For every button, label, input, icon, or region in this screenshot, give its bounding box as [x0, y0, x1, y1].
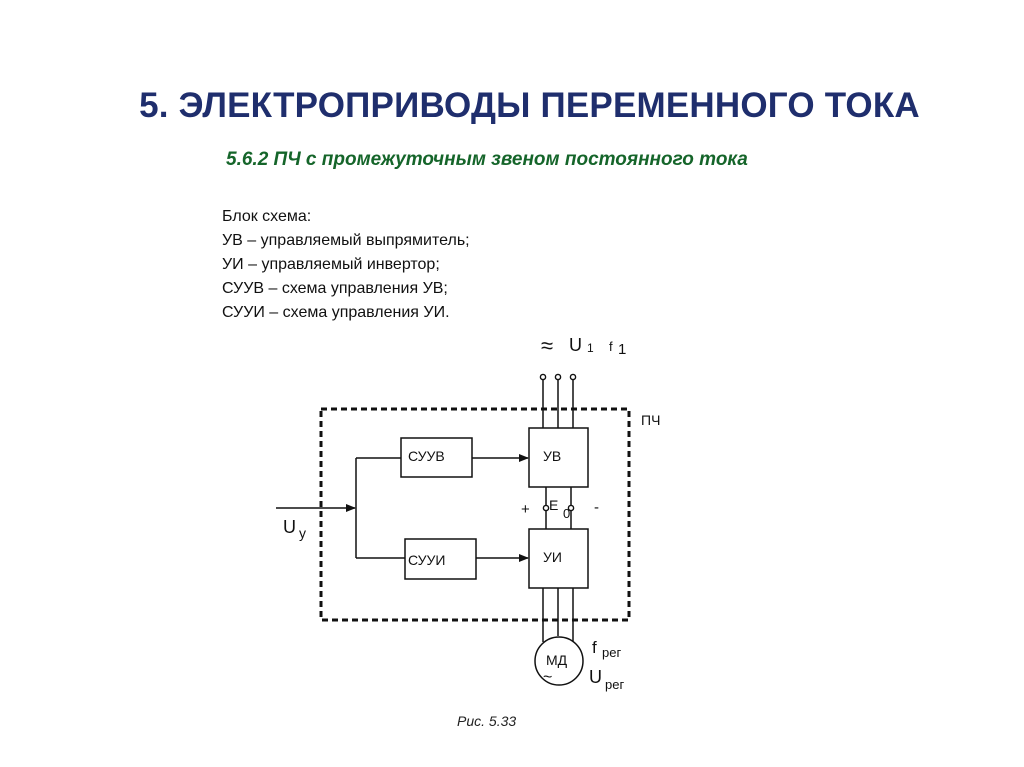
supply-voltage-label: U — [569, 335, 582, 355]
rectifier-block-label: УВ — [543, 448, 561, 464]
supply-frequency-label: f — [609, 339, 613, 354]
inverter-block: УИ — [528, 528, 589, 589]
inverter-block-label: УИ — [543, 549, 562, 565]
slide-subtitle: 5.6.2 ПЧ с промежуточным звеном постоянн… — [226, 149, 748, 170]
output-voltage-label: U — [589, 667, 602, 687]
dc-plus-label: + — [521, 501, 530, 518]
supply-frequency-sub: 1 — [618, 341, 626, 358]
legend-item-uv: УВ – управляемый выпрямитель; — [222, 232, 470, 249]
suui-block: СУУИ — [404, 538, 477, 580]
slide-title: 5. ЭЛЕКТРОПРИВОДЫ ПЕРЕМЕННОГО ТОКА — [139, 86, 920, 125]
dc-voltage-sub: 0 — [563, 506, 570, 521]
legend-heading: Блок схема: — [222, 208, 312, 225]
suuv-block-label: СУУВ — [408, 448, 445, 464]
frequency-converter-frame — [319, 407, 631, 622]
supply-terminals — [539, 373, 577, 428]
control-voltage-sub: у — [299, 525, 306, 541]
rectifier-block: УВ — [528, 427, 589, 488]
output-frequency-label: f — [592, 638, 597, 657]
figure-caption: Рис. 5.33 — [457, 713, 517, 729]
dc-link — [542, 487, 575, 529]
suuv-block: СУУВ — [400, 437, 473, 478]
motor-symbol: МД ~ — [534, 636, 584, 686]
output-frequency-sub: рег — [602, 645, 621, 660]
legend-item-suui: СУУИ – схема управления УИ. — [222, 304, 450, 321]
control-voltage-label: U — [283, 517, 296, 537]
legend-item-ui: УИ – управляемый инвертор; — [222, 256, 440, 273]
motor-ac-symbol: ~ — [543, 669, 552, 686]
dc-voltage-label: E — [549, 497, 558, 513]
frequency-converter-label: ПЧ — [641, 412, 660, 428]
legend-item-suuv: СУУВ – схема управления УВ; — [222, 280, 448, 297]
motor-label: МД — [546, 652, 568, 668]
supply-voltage-sub: 1 — [587, 341, 594, 355]
supply-ac-symbol: ≈ — [541, 333, 553, 358]
legend: Блок схема: УВ – управляемый выпрямитель… — [222, 205, 470, 325]
dc-minus-label: - — [594, 499, 599, 516]
motor-supply-lines — [542, 588, 574, 642]
output-voltage-sub: рег — [605, 677, 624, 692]
suui-block-label: СУУИ — [408, 552, 446, 568]
